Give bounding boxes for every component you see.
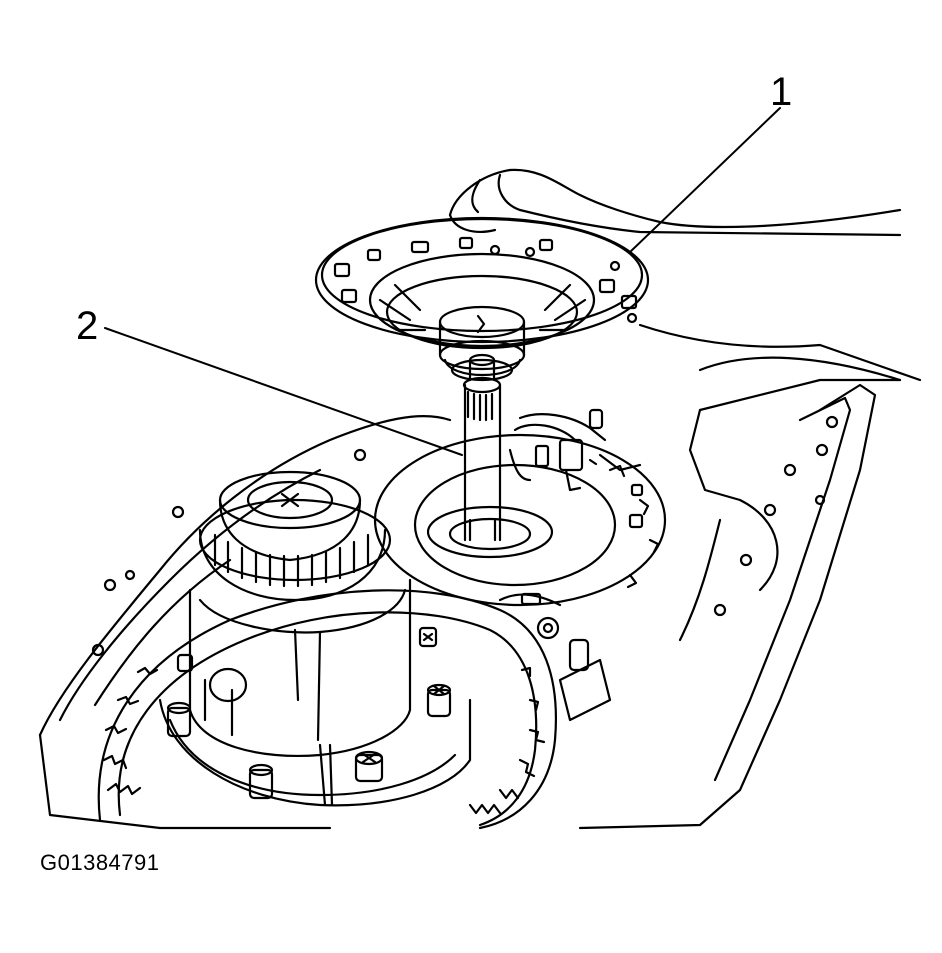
- reaction-carrier-assembly: [316, 218, 648, 380]
- transmission-case: [40, 325, 920, 828]
- valve-body-wiring: [510, 410, 640, 490]
- differential-carrier: [160, 472, 470, 805]
- leader-line-2: [105, 328, 462, 455]
- callout-1: 1: [770, 70, 793, 114]
- figure-id: G01384791: [40, 850, 160, 875]
- leader-line-1: [630, 108, 780, 252]
- technician-hand: [450, 170, 900, 235]
- input-shaft: [464, 355, 500, 540]
- callout-2: 2: [76, 304, 99, 348]
- sprocket-housing: [375, 435, 665, 720]
